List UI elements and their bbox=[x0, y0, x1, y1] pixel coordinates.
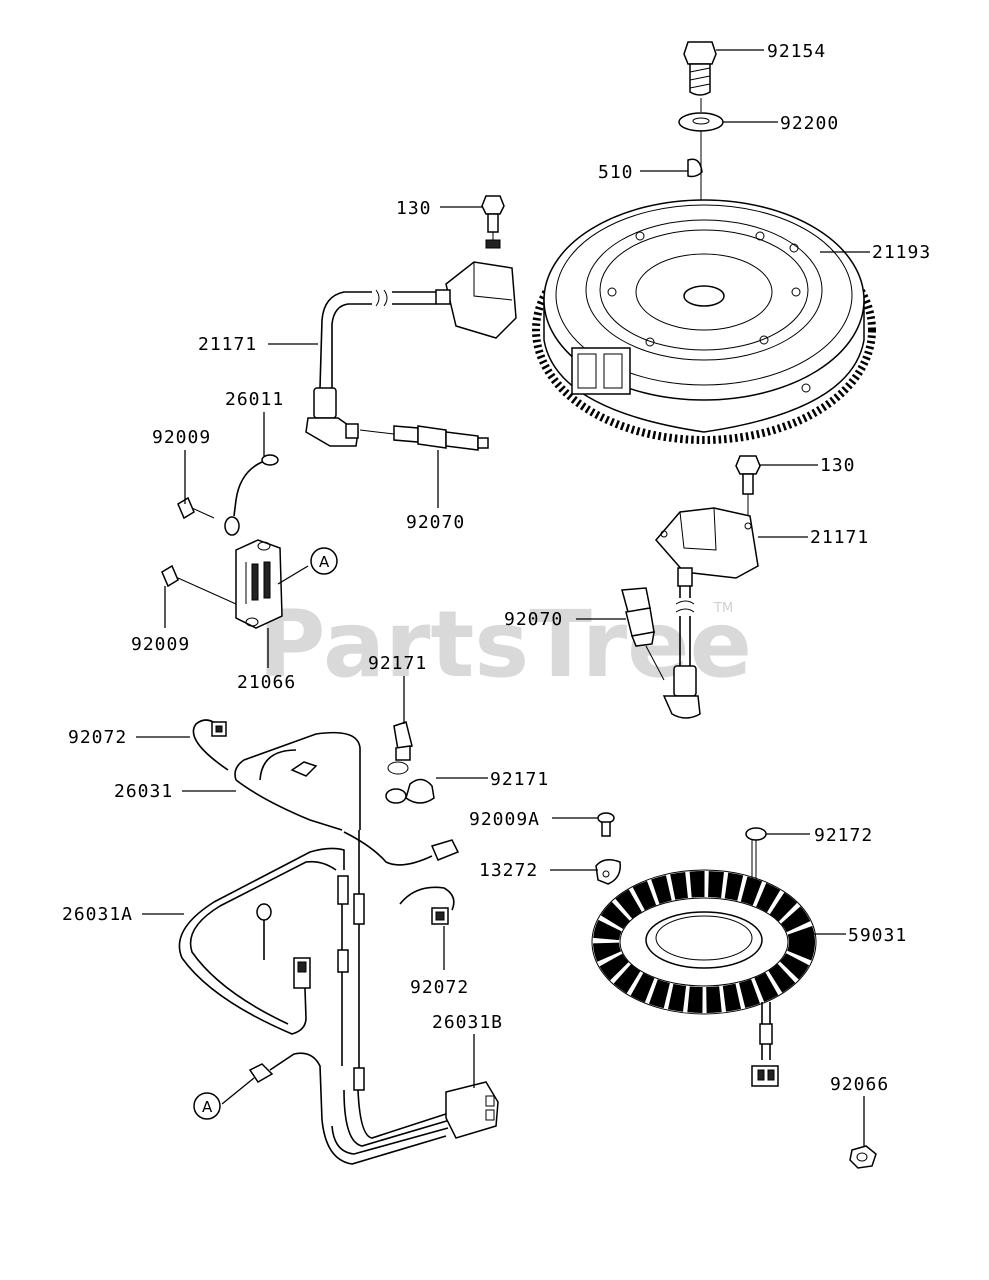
label-92009A: 92009A bbox=[469, 809, 540, 830]
label-92072-lower: 92072 bbox=[410, 977, 469, 998]
stator-59031[interactable] bbox=[591, 869, 817, 1087]
svg-text:A: A bbox=[202, 1098, 213, 1116]
plug-cap-upper[interactable] bbox=[305, 387, 359, 447]
ignition-coil-upper[interactable] bbox=[435, 239, 517, 339]
label-26031: 26031 bbox=[114, 781, 173, 802]
spark-plug-92070-lower[interactable] bbox=[621, 587, 665, 681]
key-510[interactable] bbox=[687, 158, 703, 178]
label-21171-lower: 21171 bbox=[810, 527, 869, 548]
label-92009-upper: 92009 bbox=[152, 427, 211, 448]
label-13272: 13272 bbox=[479, 860, 538, 881]
watermark-trademark: TM bbox=[713, 601, 733, 616]
regulator-21066[interactable] bbox=[235, 539, 283, 629]
label-92070-upper: 92070 bbox=[406, 512, 465, 533]
watermark-text: PartsTree bbox=[258, 591, 752, 698]
label-92172: 92172 bbox=[814, 825, 873, 846]
harness-26031A[interactable] bbox=[178, 847, 349, 1066]
callout-a-lower: A bbox=[193, 1092, 221, 1120]
part-labels: 92154 92200 510 130 21193 21171 26011 92… bbox=[62, 41, 931, 1095]
label-92171-upper: 92171 bbox=[368, 653, 427, 674]
label-21171-upper: 21171 bbox=[198, 334, 257, 355]
flywheel-21193[interactable] bbox=[532, 199, 876, 444]
label-130-middle: 130 bbox=[820, 455, 856, 476]
connector-92072-upper[interactable] bbox=[192, 719, 229, 771]
label-21193: 21193 bbox=[872, 242, 931, 263]
spark-plug-92070-upper[interactable] bbox=[359, 425, 489, 451]
label-92171-lower: 92171 bbox=[490, 769, 549, 790]
label-26031B: 26031B bbox=[432, 1012, 503, 1033]
leader-lines bbox=[136, 49, 870, 1146]
screw-92009A[interactable] bbox=[597, 812, 615, 837]
label-26011: 26011 bbox=[225, 389, 284, 410]
ground-lead-26011[interactable] bbox=[224, 454, 279, 536]
label-21066: 21066 bbox=[237, 672, 296, 693]
bolt-92154[interactable] bbox=[683, 41, 717, 96]
label-26031A: 26031A bbox=[62, 904, 133, 925]
high-tension-lead-lower bbox=[675, 586, 695, 668]
clip-92171-lower[interactable] bbox=[385, 778, 435, 804]
connector-92072-lower[interactable] bbox=[399, 886, 455, 925]
screw-92172[interactable] bbox=[745, 827, 767, 880]
nut-92066[interactable] bbox=[849, 1145, 877, 1169]
label-92154: 92154 bbox=[767, 41, 826, 62]
label-92200: 92200 bbox=[780, 113, 839, 134]
harness-26031B[interactable] bbox=[248, 830, 499, 1165]
bolt-130-top[interactable] bbox=[481, 195, 505, 246]
plate-13272[interactable] bbox=[595, 859, 621, 885]
harness-26031[interactable] bbox=[234, 731, 460, 866]
screw-92009-upper[interactable] bbox=[177, 496, 215, 520]
callout-a-upper: A bbox=[310, 547, 338, 575]
screw-92009-lower[interactable] bbox=[161, 564, 237, 605]
label-130-top: 130 bbox=[396, 198, 432, 219]
plug-cap-lower[interactable] bbox=[662, 665, 701, 719]
connector-92171-upper[interactable] bbox=[387, 721, 413, 775]
bolt-130-middle[interactable] bbox=[735, 455, 761, 516]
svg-text:A: A bbox=[319, 553, 330, 571]
label-92009-lower: 92009 bbox=[131, 634, 190, 655]
ignition-coil-lower[interactable] bbox=[655, 507, 759, 587]
label-92072-upper: 92072 bbox=[68, 727, 127, 748]
label-92070-lower: 92070 bbox=[504, 609, 563, 630]
washer-92200[interactable] bbox=[678, 112, 724, 132]
label-510: 510 bbox=[598, 162, 634, 183]
label-92066: 92066 bbox=[830, 1074, 889, 1095]
high-tension-lead-upper bbox=[319, 289, 436, 389]
label-59031: 59031 bbox=[848, 925, 907, 946]
